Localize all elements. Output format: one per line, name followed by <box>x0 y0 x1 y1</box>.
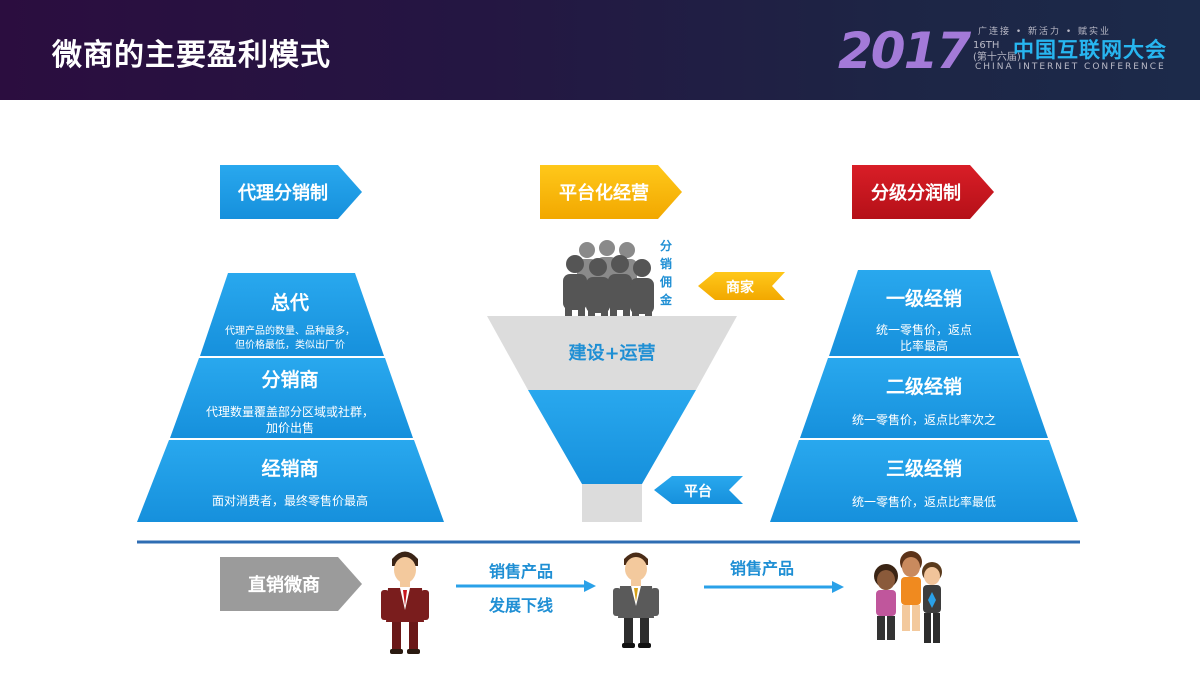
funnel: 建设+运营 <box>487 316 737 522</box>
tiered-tier-1 <box>829 270 1019 356</box>
commission-char-3: 佣 <box>659 274 672 289</box>
label-direct-sales: 直销微商 <box>220 557 362 611</box>
flow-arrow-2-top-label: 销售产品 <box>730 559 794 578</box>
agent-tier-1-name: 总代 <box>271 291 309 314</box>
flow-arrow-1-head <box>584 580 596 592</box>
logo-edition-en: 16TH <box>973 40 1000 51</box>
logo-edition-cn: (第十六届) <box>973 52 1021 63</box>
tiered-tier-1-desc-line1: 统一零售价，返点 <box>876 322 972 337</box>
platform-label-text: 平台化经营 <box>559 182 649 204</box>
commission-char-2: 销 <box>660 256 672 271</box>
logo-conference-en: CHINA INTERNET CONFERENCE <box>975 62 1166 72</box>
diagram-canvas: 代理分销制 平台化经营 分级分润制 总代 代理产品的数量、品种最多， 但价格最低… <box>137 165 1080 654</box>
logo-edition: 16TH (第十六届) <box>973 40 1021 64</box>
merchant-label: 商家 <box>726 279 755 296</box>
agent-tier-2-desc-line2: 加价出售 <box>266 420 314 435</box>
tiered-tier-2-name: 二级经销 <box>886 375 962 398</box>
flow-arrow-2: 销售产品 <box>704 559 844 593</box>
commission-char-1: 分 <box>660 238 672 253</box>
logo-conference-name: 中国互联网大会 <box>1013 38 1167 62</box>
agent-tier-2-name: 分销商 <box>261 368 318 391</box>
flow-arrow-1-top-label: 销售产品 <box>489 562 553 581</box>
platform-arrow-shape <box>654 476 743 504</box>
tiered-pyramid: 一级经销 统一零售价，返点 比率最高 二级经销 统一零售价，返点比率次之 三级经… <box>770 270 1078 522</box>
commission-label: 分 销 佣 金 <box>659 238 673 307</box>
tiered-tier-3 <box>770 440 1078 522</box>
tiered-tier-2 <box>800 358 1048 438</box>
agent-tier-1-desc-line2: 但价格最低，类似出厂价 <box>235 338 345 351</box>
flow-arrow-1-bottom-label: 发展下线 <box>488 596 553 615</box>
commission-char-4: 金 <box>659 292 673 307</box>
agent-label-shape <box>220 165 362 219</box>
tiered-tier-3-name: 三级经销 <box>886 457 962 480</box>
label-platform-model: 平台化经营 <box>540 165 682 219</box>
funnel-spout <box>582 484 642 522</box>
person-downline-icon <box>613 552 659 648</box>
consumers-group-icon <box>874 551 942 643</box>
tiered-label-text: 分级分润制 <box>871 182 961 204</box>
tiered-tier-1-desc-line2: 比率最高 <box>900 338 948 353</box>
header-bar: 微商的主要盈利模式 2017 广连接 • 新活力 • 赋实业 16TH (第十六… <box>0 0 1200 100</box>
logo-tagline: 广连接 • 新活力 • 赋实业 <box>978 27 1112 37</box>
agent-tier-2-desc-line1: 代理数量覆盖部分区域或社群， <box>206 404 374 419</box>
tiered-tier-1-name: 一级经销 <box>886 287 962 310</box>
direct-label-text: 直销微商 <box>248 574 320 596</box>
crowd-icon <box>563 240 654 320</box>
agent-label-text: 代理分销制 <box>237 182 328 204</box>
tiered-tier-2-desc-line1: 统一零售价，返点比率次之 <box>852 412 996 427</box>
label-tiered-model: 分级分润制 <box>852 165 994 219</box>
tiered-tier-3-desc-line1: 统一零售价，返点比率最低 <box>852 494 996 509</box>
person-distributor-icon <box>381 551 429 654</box>
funnel-top <box>487 316 737 390</box>
page-title: 微商的主要盈利模式 <box>52 38 331 73</box>
direct-label-shape <box>220 557 362 611</box>
agent-tier-1 <box>200 273 384 356</box>
flow-arrow-1: 销售产品 发展下线 <box>456 562 596 615</box>
logo-year: 2017 <box>838 22 971 80</box>
platform-arrow: 平台 <box>654 476 743 504</box>
platform-label: 平台 <box>684 483 712 500</box>
agent-tier-3-desc-line1: 面对消费者，最终零售价最高 <box>212 493 368 508</box>
agent-tier-3-name: 经销商 <box>261 457 318 480</box>
conference-logo: 2017 广连接 • 新活力 • 赋实业 16TH (第十六届) 中国互联网大会… <box>838 22 1183 82</box>
merchant-arrow-shape <box>698 272 785 300</box>
platform-label-shape <box>540 165 682 219</box>
agent-tier-2 <box>170 358 413 438</box>
tiered-label-shape <box>852 165 994 219</box>
merchant-arrow: 商家 <box>698 272 785 300</box>
flow-arrow-2-head <box>832 581 844 593</box>
agent-pyramid: 总代 代理产品的数量、品种最多， 但价格最低，类似出厂价 分销商 代理数量覆盖部… <box>137 273 444 522</box>
label-agent-model: 代理分销制 <box>220 165 362 219</box>
agent-tier-3 <box>137 440 444 522</box>
agent-tier-1-desc-line1: 代理产品的数量、品种最多， <box>225 324 355 337</box>
funnel-middle <box>528 390 696 484</box>
funnel-label: 建设+运营 <box>568 342 655 364</box>
